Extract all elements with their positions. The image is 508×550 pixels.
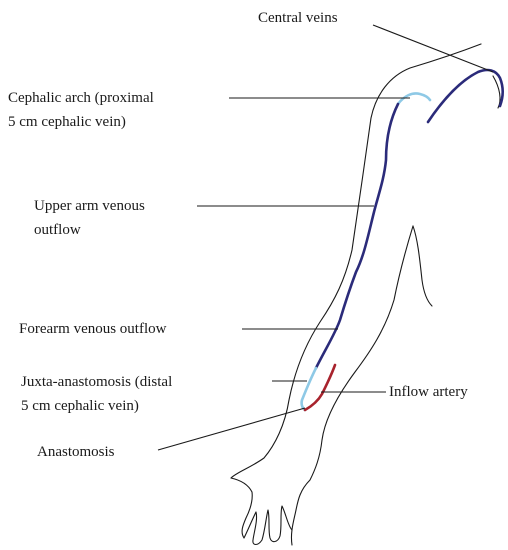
cephalic-arch-path [398, 93, 430, 104]
label-cephalic-arch: Cephalic arch (proximal 5 cm cephalic ve… [8, 86, 154, 134]
arm-outline [231, 44, 500, 545]
label-central-veins: Central veins [258, 6, 338, 30]
cephalic-vein-path [316, 104, 398, 368]
leader-central-veins [373, 25, 493, 72]
label-inflow-artery: Inflow artery [389, 380, 468, 404]
label-upper-arm-outflow: Upper arm venous outflow [34, 194, 145, 242]
leader-anastomosis [158, 408, 305, 450]
inflow-artery-path [305, 365, 335, 410]
arm-front-contour [413, 226, 432, 306]
label-anastomosis: Anastomosis [37, 440, 115, 464]
hand-outline [231, 478, 292, 545]
label-juxta-anastomosis: Juxta-anastomosis (distal 5 cm cephalic … [21, 370, 172, 418]
label-forearm-outflow: Forearm venous outflow [19, 317, 166, 341]
arm-inner-contour [493, 76, 500, 108]
central-vein-path [428, 70, 503, 122]
arm-outer-contour [231, 44, 481, 478]
